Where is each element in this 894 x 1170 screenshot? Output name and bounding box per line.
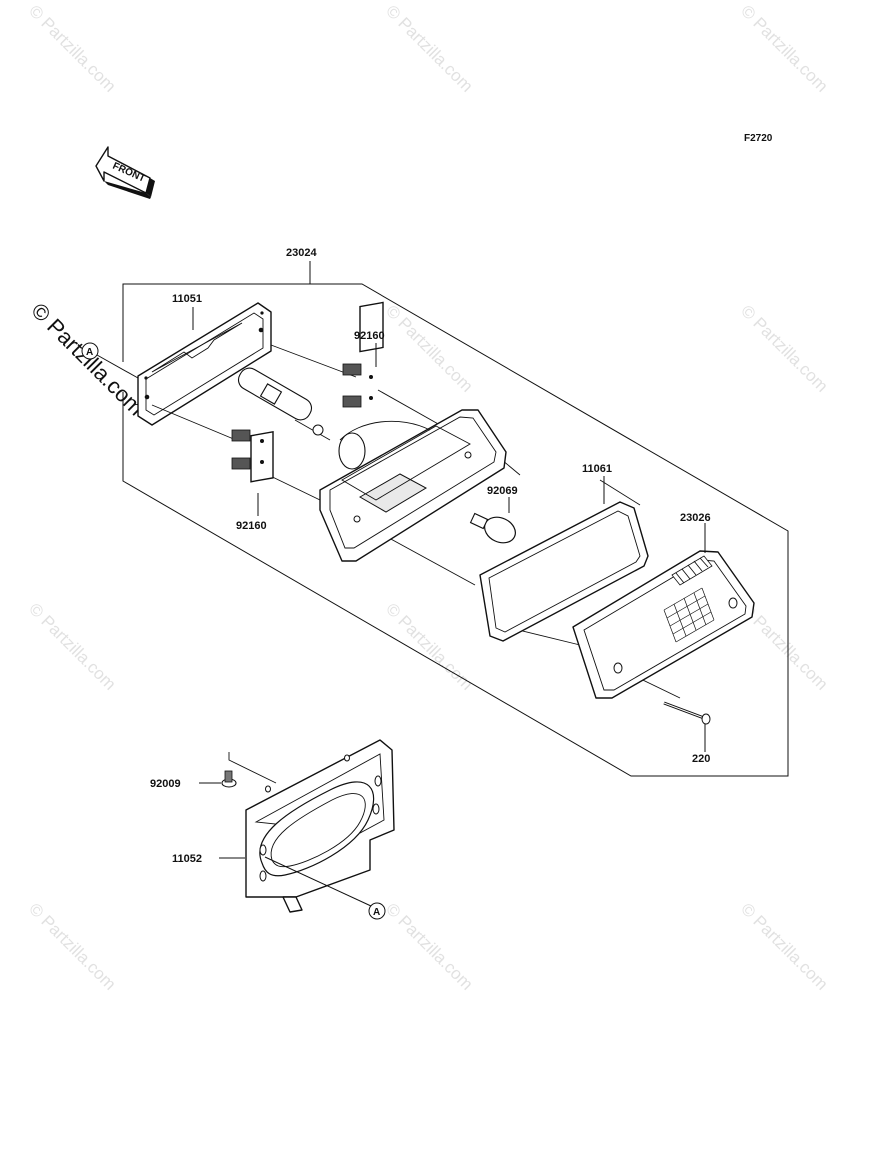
callout-11061: 11061: [582, 463, 612, 475]
svg-text:A: A: [86, 347, 93, 358]
socket-bottom: [231, 429, 274, 483]
callout-11051: 11051: [172, 293, 202, 305]
ref-marker-top: A: [81, 342, 139, 379]
lamp-housing: [319, 409, 507, 562]
lens: [572, 550, 755, 699]
watermark: © Partzilla.com: [737, 899, 831, 993]
watermark: © Partzilla.com: [382, 899, 476, 993]
watermark: © Partzilla.com: [25, 1, 119, 95]
bolt: [221, 770, 237, 788]
watermark: © Partzilla.com: [25, 899, 119, 993]
callout-92009: 92009: [150, 778, 181, 790]
svg-text:A: A: [373, 907, 380, 918]
gasket: [479, 501, 649, 642]
figure-code: F2720: [744, 133, 773, 144]
callout-11052: 11052: [172, 853, 202, 865]
screw: [663, 701, 711, 725]
watermark: © Partzilla.com: [382, 301, 476, 395]
assembly-outline: [122, 261, 789, 777]
watermark: © Partzilla.com: [382, 599, 476, 693]
socket-top: [342, 301, 384, 408]
callout-92069: 92069: [487, 485, 518, 497]
bracket: [245, 739, 395, 913]
watermark: © Partzilla.com: [25, 599, 119, 693]
bulb-wedge: [237, 367, 331, 441]
watermark: © Partzilla.com: [737, 301, 831, 395]
callout-92160-top: 92160: [354, 330, 385, 342]
callout-92160-bottom: 92160: [236, 520, 267, 532]
ref-marker-bottom: A: [264, 856, 386, 920]
callout-23026: 23026: [680, 512, 711, 524]
watermark: © Partzilla.com: [382, 1, 476, 95]
bulb: [469, 512, 516, 544]
callout-220: 220: [692, 753, 710, 765]
housing-frame: [137, 302, 272, 426]
callout-23024: 23024: [286, 247, 317, 259]
front-arrow-icon: FRONT: [95, 146, 155, 199]
watermark: © Partzilla.com: [737, 1, 831, 95]
